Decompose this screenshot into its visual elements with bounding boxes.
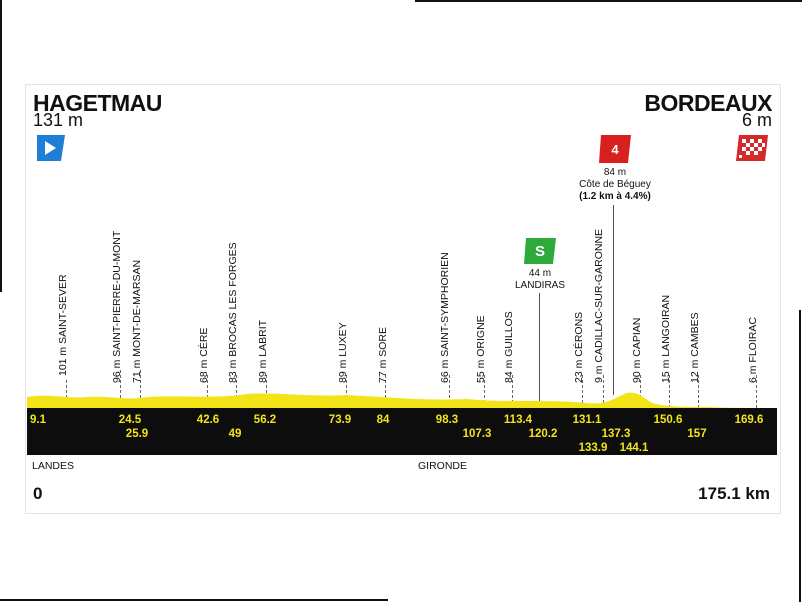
place-label: 77 m SORE [377, 326, 389, 383]
place-label: 66 m SAINT-SYMPHORIEN [439, 252, 451, 383]
place-tick [756, 375, 757, 408]
place-tick [207, 375, 208, 408]
climb-line [613, 205, 614, 395]
start-km: 0 [33, 484, 43, 503]
sprint-symbol: S [534, 242, 545, 260]
frame-top-line [415, 0, 802, 2]
km-marker: 120.2 [528, 428, 558, 440]
km-marker: 133.9 [578, 442, 608, 454]
km-marker: 49 [228, 428, 242, 440]
km-marker: 56.2 [253, 414, 277, 426]
place-label: 83 m BROCAS LES FORGES [227, 242, 239, 383]
km-marker: 131.1 [572, 414, 602, 426]
place-label: 96 m SAINT-PIERRE-DU-MONT [111, 230, 123, 383]
place-tick [140, 370, 141, 408]
finish-city: BORDEAUX [644, 90, 772, 116]
place-label: 9 m CADILLAC-SUR-GARONNE [593, 228, 605, 383]
km-marker: 137.3 [601, 428, 631, 440]
place-label: 55 m ORIGNE [475, 315, 487, 383]
place-label: 12 m CAMBES [689, 312, 701, 383]
km-marker: 169.6 [734, 414, 764, 426]
frame-bottom-line [0, 599, 388, 601]
km-marker: 113.4 [503, 414, 533, 426]
finish-altitude: 6 m [741, 110, 772, 130]
place-tick [582, 375, 583, 408]
sprint-badge [524, 238, 556, 264]
km-marker: 25.9 [125, 428, 149, 440]
place-label: 23 m CÉRONS [573, 311, 585, 383]
km-marker: 42.6 [196, 414, 220, 426]
start-flag-icon [37, 135, 65, 161]
finish-flag-icon [736, 135, 768, 161]
place-tick [640, 375, 641, 408]
place-tick [669, 375, 670, 408]
place-tick [346, 375, 347, 408]
sprint-altitude: 44 m [528, 268, 552, 279]
place-label: 89 m LUXEY [337, 322, 349, 383]
place-label: 15 m LANGOIRAN [660, 294, 672, 383]
place-tick [698, 375, 699, 408]
km-marker: 150.6 [653, 414, 683, 426]
sprint-line [539, 293, 540, 403]
place-tick [266, 375, 267, 408]
climb-details: (1.2 km à 4.4%) [579, 191, 651, 202]
place-label: 84 m GUILLOS [503, 311, 515, 383]
start-city: HAGETMAU [33, 90, 162, 116]
place-tick [484, 375, 485, 408]
km-marker: 73.9 [328, 414, 352, 426]
place-label: 71 m MONT-DE-MARSAN [131, 259, 143, 383]
climb-category-label: 4 [611, 141, 619, 157]
km-marker: 107.3 [462, 428, 492, 440]
region-gironde: GIRONDE [418, 460, 468, 472]
place-label: 6 m FLOIRAC [747, 317, 759, 383]
km-marker: 98.3 [435, 414, 459, 426]
frame-left-line [0, 0, 2, 292]
distance-band [27, 408, 777, 455]
km-marker: 24.5 [118, 414, 142, 426]
km-marker: 144.1 [619, 442, 649, 454]
km-marker: 84 [376, 414, 390, 426]
place-label: 89 m LABRIT [257, 319, 269, 383]
elevation-profile [27, 392, 777, 410]
place-tick [449, 375, 450, 408]
climb-altitude: 84 m [603, 167, 627, 178]
km-marker: 9.1 [30, 414, 46, 426]
region-landes: LANDES [32, 460, 75, 472]
place-tick [385, 375, 386, 408]
place-label: 68 m CÈRE [198, 327, 210, 383]
climb-category-badge [599, 135, 631, 163]
place-tick [512, 375, 513, 408]
place-tick [236, 375, 237, 408]
place-tick [603, 375, 604, 408]
sprint-name: LANDIRAS [514, 280, 565, 291]
place-label: 90 m CAPIAN [631, 317, 643, 383]
place-tick [120, 370, 121, 408]
finish-km: 175.1 km [698, 484, 770, 503]
profile-card [25, 84, 781, 514]
place-tick [66, 380, 67, 408]
climb-name: Côte de Béguey [579, 179, 651, 190]
frame-right-line [799, 310, 801, 602]
start-altitude: 131 m [33, 110, 84, 130]
km-marker: 157 [687, 428, 707, 440]
place-label: 101 m SAINT-SEVER [57, 274, 69, 376]
